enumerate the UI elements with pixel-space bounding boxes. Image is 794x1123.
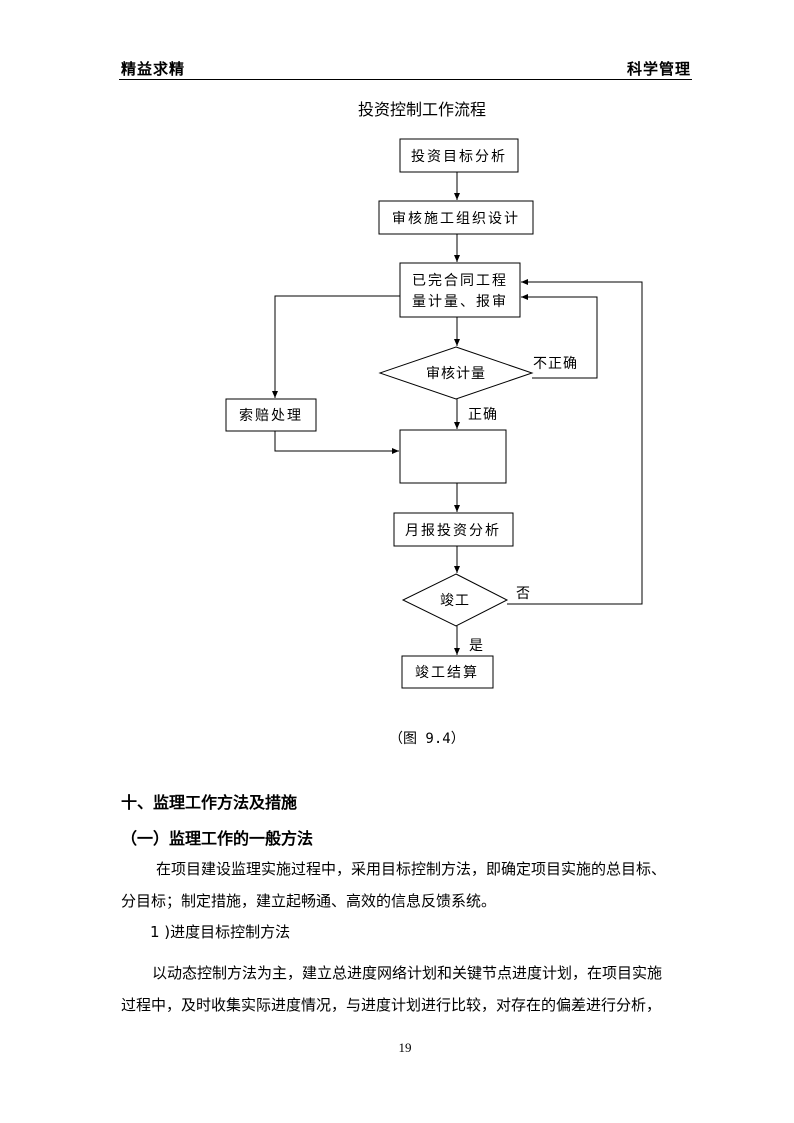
page-number: 19 [398,1040,412,1055]
arrow-n3-to-claim [272,295,400,398]
box-review-construction-design-label: 审核施工组织设计 [392,211,520,227]
box-completion-settlement [401,655,494,689]
diamond-review-measurement [378,346,534,400]
paragraph-1-line-2: 分目标；制定措施，建立起畅通、高效的信息反馈系统。 [121,892,497,910]
box-blank [399,429,507,484]
box-investment-target-analysis [399,138,519,173]
box-completed-quantity-line2: 量计量、报审 [412,294,508,310]
box-claim-handling [225,398,317,432]
box-monthly-investment-analysis [393,512,514,547]
header-rule [119,79,692,80]
box-monthly-investment-analysis-label: 月报投资分析 [405,523,501,539]
label-no: 否 [516,586,531,602]
box-completion-settlement-label: 竣工结算 [415,665,479,681]
box-completed-quantity [399,262,521,318]
label-correct: 正确 [468,407,498,423]
flowchart-title: 投资控制工作流程 [357,100,486,119]
paragraph-2-line-1: 以动态控制方法为主，建立总进度网络计划和关键节点进度计划，在项目实施 [152,964,663,982]
diamond-review-measurement-label: 审核计量 [426,366,486,382]
item-heading: 1 )进度目标控制方法 [150,923,291,941]
figure-caption: （图 9.4） [389,731,465,747]
label-yes: 是 [469,638,484,654]
header-left-text: 精益求精 [121,60,186,78]
box-claim-handling-label: 索赔处理 [239,407,303,424]
box-completed-quantity-line1: 已完合同工程 [412,273,508,289]
section-heading: 十、监理工作方法及措施 [121,793,298,812]
header-right-text: 科学管理 [626,60,691,78]
box-review-construction-design [378,200,534,235]
arrow-claim-to-blank [274,431,399,454]
box-investment-target-analysis-label: 投资目标分析 [411,149,507,165]
arrow-d2-no-loop [507,279,643,605]
subsection-heading: （一）监理工作的一般方法 [121,829,314,848]
diamond-completion [401,573,509,627]
paragraph-1-line-1: 在项目建设监理实施过程中，采用目标控制方法，即确定项目实施的总目标、 [156,860,667,878]
label-incorrect: 不正确 [533,356,578,372]
diamond-completion-label: 竣工 [440,593,470,609]
paragraph-2-line-2: 过程中，及时收集实际进度情况，与进度计划进行比较，对存在的偏差进行分析， [121,996,662,1014]
arrow-d1-incorrect-loop [521,294,598,379]
investment-control-flowchart: 投资目标分析 审核施工组织设计 已完合同工程 量计量、报审 审核计量 索赔处理 … [225,138,643,689]
